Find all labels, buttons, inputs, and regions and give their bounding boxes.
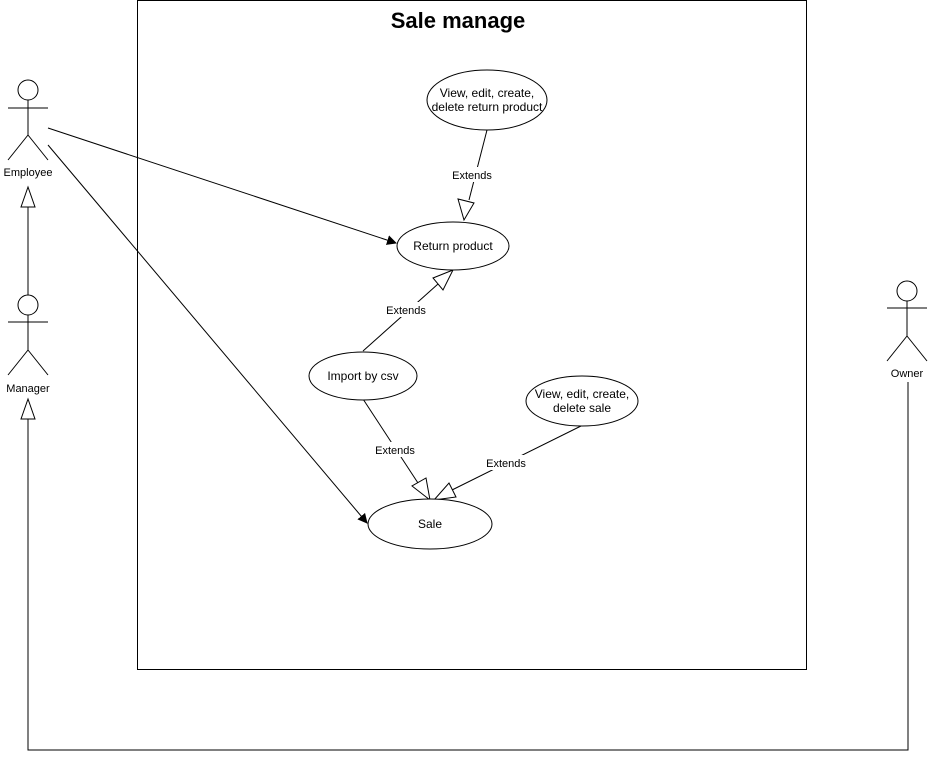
extends-import-return: Extends <box>362 269 455 352</box>
use-case-label: Import by csv <box>327 369 398 383</box>
extends-view-sale: Extends <box>432 425 582 501</box>
actor-label: Owner <box>891 368 924 380</box>
use-case-label: delete return product <box>432 100 543 114</box>
extends-view-return: Extends <box>451 129 494 222</box>
extends-import-sale: Extends <box>362 398 431 502</box>
generalization-manager-employee <box>20 185 36 295</box>
use-case-return-product: Return product <box>396 221 510 271</box>
use-case-import-by-csv: Import by csv <box>308 351 418 401</box>
use-case-label: View, edit, create, <box>535 387 630 401</box>
actor-employee: Employee <box>4 79 53 179</box>
use-case-label: View, edit, create, <box>440 86 535 100</box>
association-employee-return-product <box>47 127 397 245</box>
actor-owner: Owner <box>886 280 928 380</box>
use-case-label: delete sale <box>553 401 611 415</box>
svg-text:Extends: Extends <box>386 305 426 317</box>
use-case-sale: Sale <box>367 498 493 550</box>
actor-manager: Manager <box>6 294 50 395</box>
use-case-label: Return product <box>413 239 493 253</box>
use-case-view-sale: View, edit, create, delete sale <box>525 375 639 427</box>
generalization-owner-manager <box>20 382 909 751</box>
use-case-label: Sale <box>418 517 442 531</box>
svg-text:Extends: Extends <box>486 458 526 470</box>
use-case-view-return-product: View, edit, create, delete return produc… <box>426 69 548 131</box>
actor-label: Manager <box>6 383 50 395</box>
actor-label: Employee <box>4 167 53 179</box>
diagram-title: Sale manage <box>391 8 526 33</box>
association-employee-sale <box>47 144 368 524</box>
svg-text:Extends: Extends <box>452 170 492 182</box>
svg-text:Extends: Extends <box>375 445 415 457</box>
